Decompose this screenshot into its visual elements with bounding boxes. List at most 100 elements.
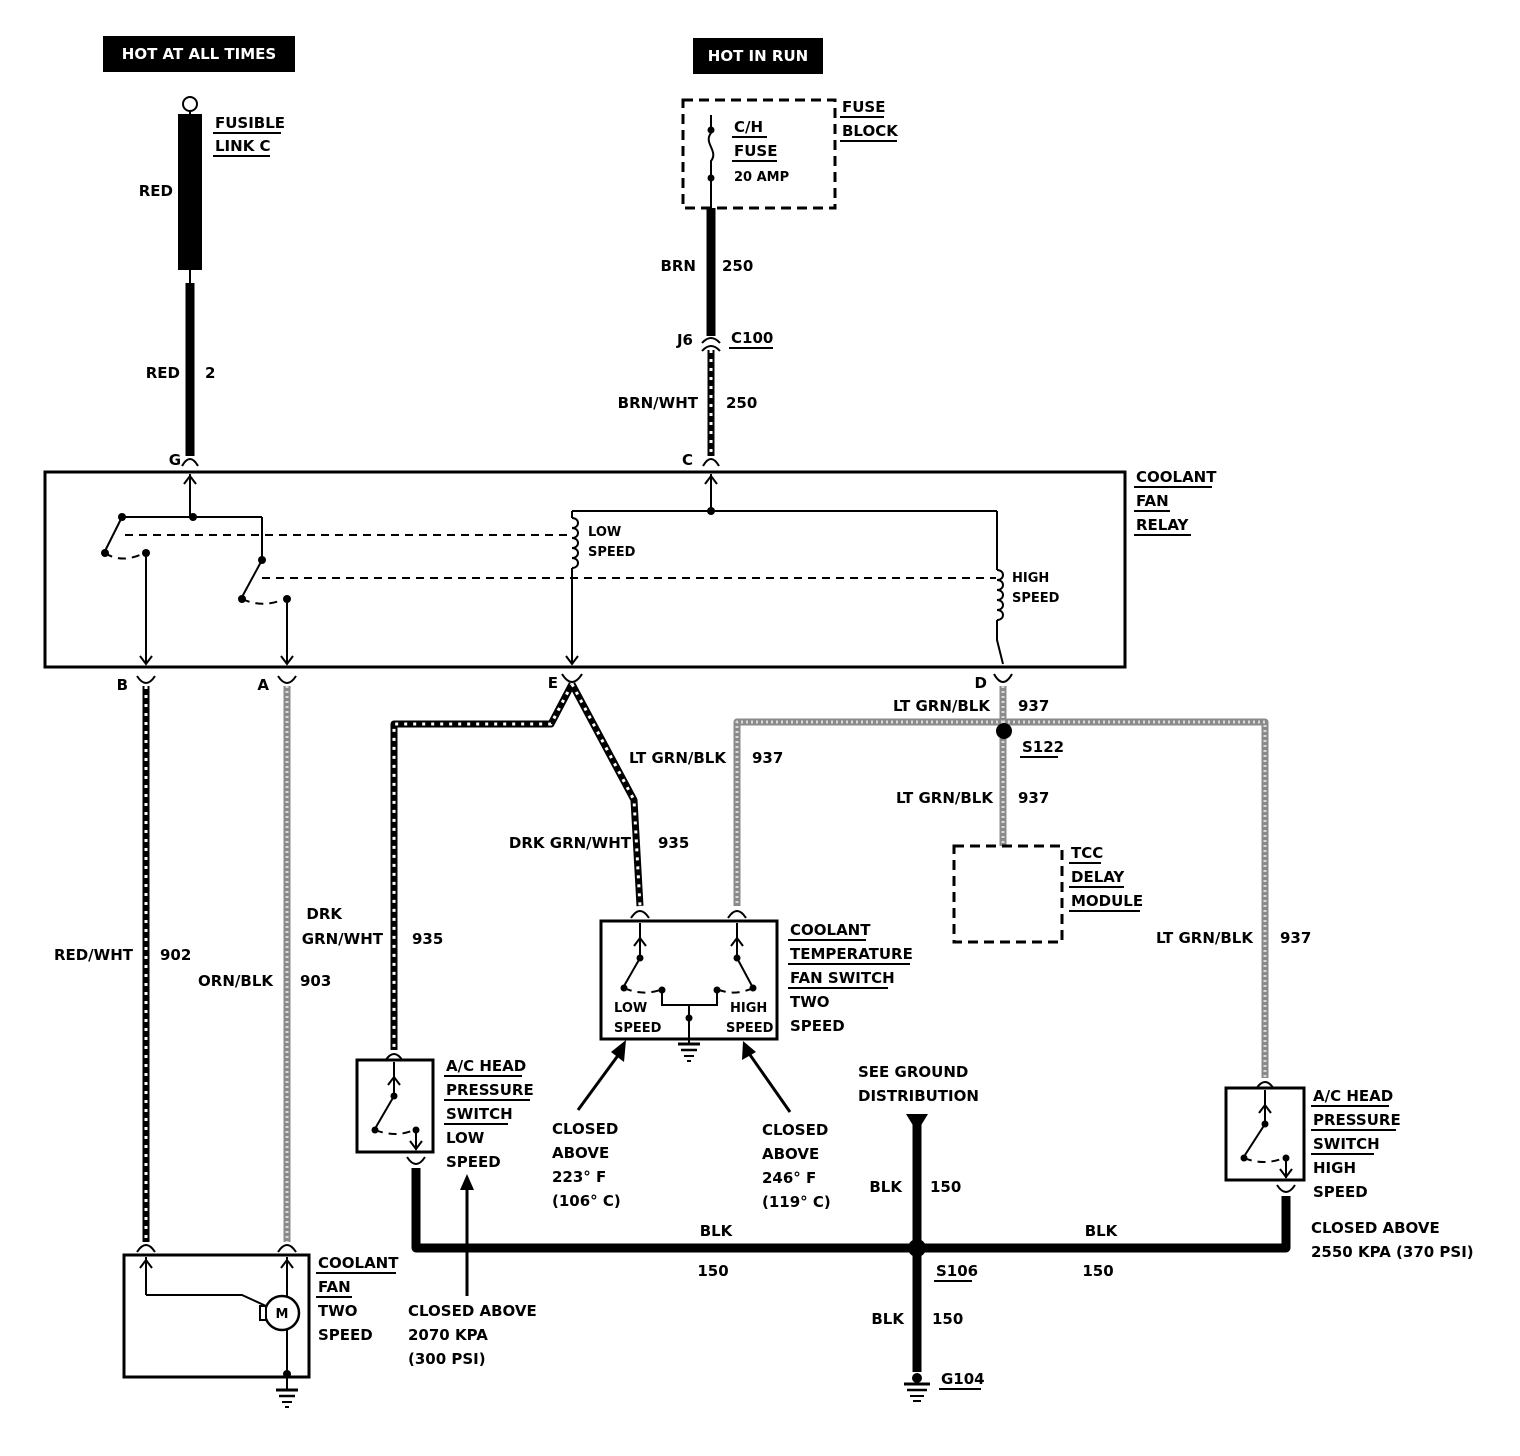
wire-937-top-circuit: 937 — [1018, 697, 1049, 715]
ac-high-note-1: CLOSED ABOVE — [1311, 1219, 1440, 1237]
wire-902-color: RED/WHT — [54, 946, 134, 964]
wire-150-bottom-color: BLK — [871, 1310, 905, 1328]
coolant-fan-label-4: SPEED — [318, 1326, 373, 1344]
terminal-e-connector — [561, 673, 583, 683]
coolant-fan-label-1: COOLANT — [318, 1254, 399, 1272]
coolant-fan-relay — [43, 470, 1127, 669]
ac-high-label-4: HIGH — [1313, 1159, 1356, 1177]
wire-937-right-color: LT GRN/BLK — [1156, 929, 1254, 947]
ac-low-label-1: A/C HEAD — [446, 1057, 526, 1075]
wire-935-left-circuit: 935 — [412, 930, 443, 948]
fuse-block — [681, 98, 837, 210]
ch-fuse — [707, 115, 715, 208]
temp-switch-label-2: TEMPERATURE — [790, 945, 913, 963]
ac-low-note-2: 2070 KPA — [408, 1326, 488, 1344]
temp-switch-connector-low — [630, 910, 650, 919]
wire-150-left-color: BLK — [700, 1222, 734, 1240]
temp-switch-low-label-1: LOW — [614, 1001, 647, 1016]
header-hot-in-run-label: HOT IN RUN — [708, 47, 808, 65]
ground-g104-label: G104 — [941, 1370, 985, 1388]
ac-high-note-2: 2550 KPA (370 PSI) — [1311, 1243, 1474, 1261]
tcc-label-2: DELAY — [1071, 868, 1125, 886]
ac-high-label-3: SWITCH — [1313, 1135, 1380, 1153]
temp-high-note-1: CLOSED — [762, 1121, 828, 1139]
ch-fuse-label-1: C/H — [734, 118, 763, 136]
terminal-c-connector — [702, 458, 720, 467]
wire-937-tcc-circuit: 937 — [1018, 789, 1049, 807]
wire-903-circuit: 903 — [300, 972, 331, 990]
splice-s106 — [908, 1239, 926, 1257]
wire-937-center-circuit: 937 — [752, 749, 783, 767]
temp-switch-label-3: FAN SWITCH — [790, 969, 895, 987]
wire-937-tcc-color: LT GRN/BLK — [896, 789, 994, 807]
temp-switch-internal — [620, 923, 757, 1062]
wire-150-bottom-circuit: 150 — [932, 1310, 963, 1328]
tcc-delay-module — [952, 844, 1064, 944]
temp-high-arrow — [742, 1041, 792, 1113]
wire-937-right-circuit: 937 — [1280, 929, 1311, 947]
temp-low-note-4: (106° C) — [552, 1192, 621, 1210]
coolant-fan-label-3: TWO — [318, 1302, 358, 1320]
connector-c100-name: C100 — [731, 329, 773, 347]
temp-low-note-3: 223° F — [552, 1168, 606, 1186]
wire-935-center-circuit: 935 — [658, 834, 689, 852]
tcc-label-3: MODULE — [1071, 892, 1143, 910]
wire-drkgrnwht-935-center — [568, 682, 644, 907]
temp-switch-label-4: TWO — [790, 993, 830, 1011]
temp-high-note-4: (119° C) — [762, 1193, 831, 1211]
relay-label-3: RELAY — [1136, 516, 1190, 534]
wire-brnwht-circuit: 250 — [726, 394, 757, 412]
wire-935-left-color-2: GRN/WHT — [302, 930, 384, 948]
temp-low-arrow — [576, 1040, 626, 1111]
relay-low-label-2: SPEED — [588, 545, 636, 560]
ac-low-label-5: SPEED — [446, 1153, 501, 1171]
wire-150-left-circuit: 150 — [697, 1262, 728, 1280]
temp-switch-label-1: COOLANT — [790, 921, 871, 939]
fuse-block-label-1: FUSE — [842, 98, 885, 116]
coolant-fan-connector-b — [136, 1244, 156, 1253]
ch-fuse-label-2: FUSE — [734, 142, 777, 160]
wire-brn-circuit: 250 — [722, 257, 753, 275]
header-hot-in-run: HOT IN RUN — [693, 38, 823, 74]
header-hot-at-all-times: HOT AT ALL TIMES — [103, 36, 295, 72]
fusible-link-label-2: LINK C — [215, 137, 271, 155]
relay-high-label-2: SPEED — [1012, 591, 1060, 606]
terminal-c-label: C — [682, 451, 693, 469]
wire-902-circuit: 902 — [160, 946, 191, 964]
wire-150-vertical-top-circuit: 150 — [930, 1178, 961, 1196]
ac-pressure-switch-high — [1224, 1086, 1306, 1182]
ac-high-label-2: PRESSURE — [1313, 1111, 1401, 1129]
wire-935-center-color: DRK GRN/WHT — [509, 834, 632, 852]
temp-low-note-1: CLOSED — [552, 1120, 618, 1138]
wire-blk-150-horizontal — [411, 1168, 1291, 1253]
coolant-fan-connector-a — [277, 1244, 297, 1253]
temp-switch-high-label-2: SPEED — [726, 1021, 774, 1036]
terminal-e-label: E — [548, 674, 558, 692]
ac-low-label-3: SWITCH — [446, 1105, 513, 1123]
wire-brn-color: BRN — [660, 257, 696, 275]
relay-label-2: FAN — [1136, 492, 1169, 510]
fusible-link-label-1: FUSIBLE — [215, 114, 285, 132]
terminal-b-label: B — [117, 676, 128, 694]
ac-low-label-2: PRESSURE — [446, 1081, 534, 1099]
fan-motor-icon — [259, 1294, 301, 1332]
ground-dist-label-2: DISTRIBUTION — [858, 1087, 979, 1105]
ac-high-label-5: SPEED — [1313, 1183, 1368, 1201]
temp-high-note-2: ABOVE — [762, 1145, 819, 1163]
fuse-block-label-2: BLOCK — [842, 122, 899, 140]
relay-label-1: COOLANT — [1136, 468, 1217, 486]
tcc-label-1: TCC — [1071, 844, 1103, 862]
splice-s122-label: S122 — [1022, 738, 1064, 756]
ac-low-connector-bottom — [406, 1156, 426, 1165]
ac-low-arrow — [460, 1174, 474, 1296]
terminal-a-connector — [277, 675, 297, 684]
wire-red-2-circuit: 2 — [205, 364, 215, 382]
splice-s106-label: S106 — [936, 1262, 978, 1280]
ac-low-label-4: LOW — [446, 1129, 485, 1147]
ground-distribution-arrow — [906, 1114, 928, 1132]
ground-g104 — [904, 1373, 930, 1402]
ac-high-connector-bottom — [1276, 1184, 1296, 1193]
connector-c100-bottom — [701, 345, 721, 352]
terminal-d-connector — [993, 673, 1013, 683]
